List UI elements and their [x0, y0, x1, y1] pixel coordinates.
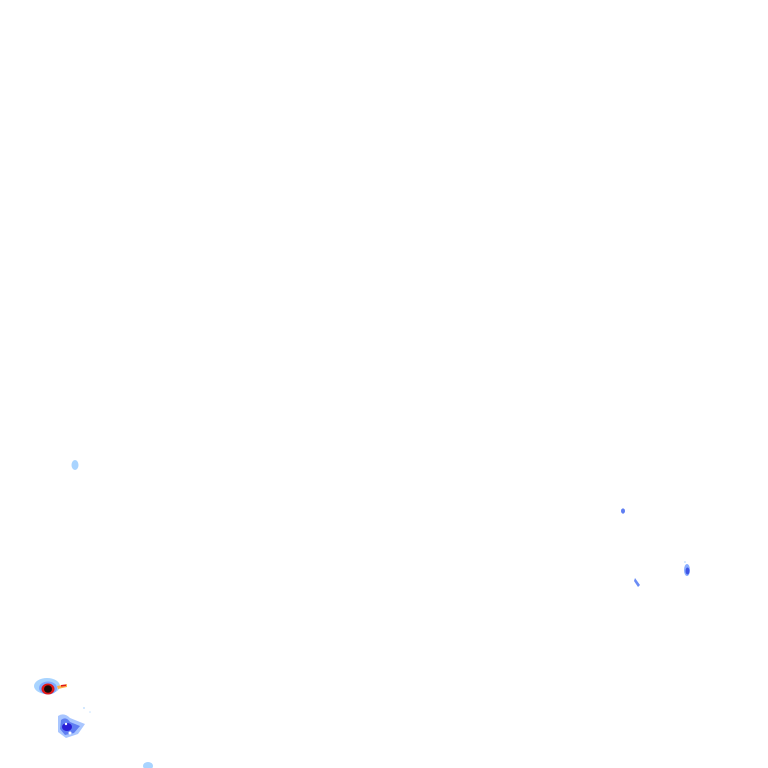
precip-cell-bottom-edge	[143, 762, 153, 768]
precip-cell-lower-left-storm	[34, 678, 67, 695]
precip-cell-upper-left	[71, 460, 79, 470]
precip-cell-right-small	[621, 508, 625, 514]
precip-cell-right-cluster	[684, 561, 690, 576]
precip-cell-right-streak	[634, 578, 640, 587]
precip-cell-lower-left-band	[58, 707, 91, 738]
